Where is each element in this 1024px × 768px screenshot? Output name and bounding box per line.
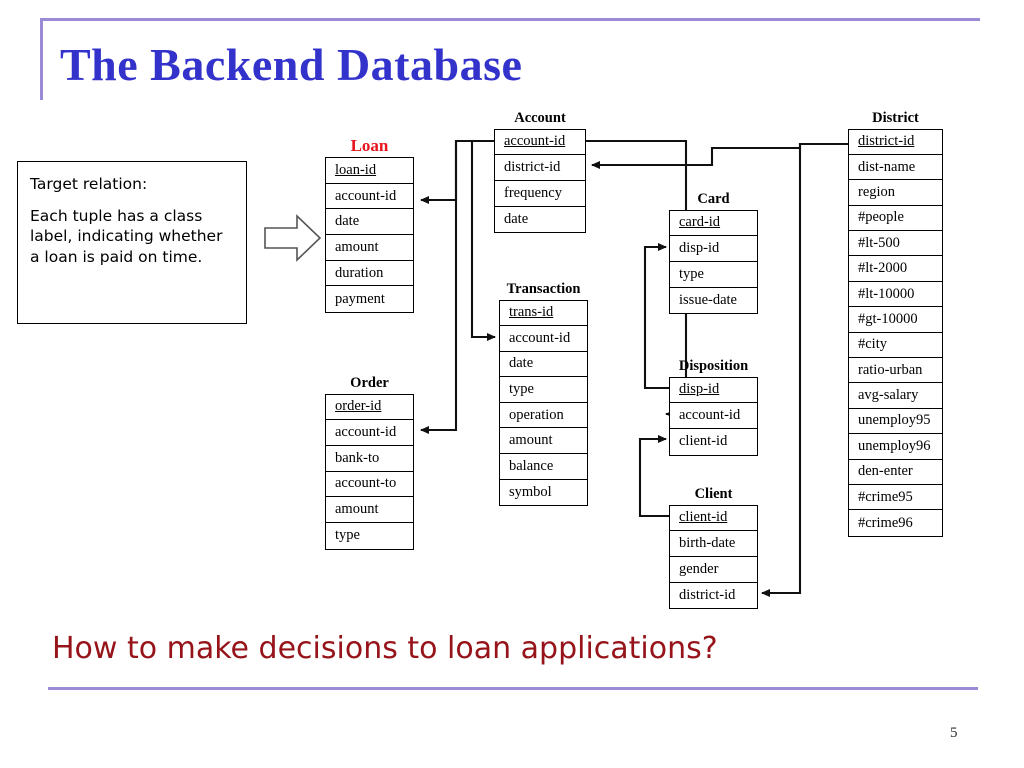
field-order-account-to[interactable]: account-to [326, 471, 413, 498]
field-district-crime95[interactable]: #crime95 [849, 484, 942, 511]
target-relation-callout: Target relation: Each tuple has a class … [17, 161, 247, 324]
field-account-frequency[interactable]: frequency [495, 180, 585, 207]
block-arrow-right-icon [264, 214, 322, 262]
slide-number: 5 [950, 725, 958, 741]
table-disposition-fields: disp-id account-id client-id [669, 376, 758, 456]
table-client-title: Client [694, 486, 733, 502]
table-card-fields: card-id disp-id type issue-date [669, 209, 758, 315]
field-order-order-id[interactable]: order-id [326, 394, 413, 421]
footer-rule [48, 687, 978, 690]
field-client-gender[interactable]: gender [670, 556, 757, 583]
table-loan: Loan loan-id account-id date amount dura… [325, 136, 414, 314]
field-order-type[interactable]: type [326, 522, 413, 549]
table-transaction-fields: trans-id account-id date type operation … [499, 299, 588, 507]
field-transaction-account-id[interactable]: account-id [500, 326, 587, 352]
table-transaction: Transaction trans-id account-id date typ… [499, 281, 588, 507]
field-district-dist-name[interactable]: dist-name [849, 154, 942, 181]
field-district-ratio-urban[interactable]: ratio-urban [849, 358, 942, 384]
page-title: The Backend Database [60, 39, 523, 90]
field-district-lt-2000[interactable]: #lt-2000 [849, 256, 942, 282]
field-order-bank-to[interactable]: bank-to [326, 445, 413, 472]
field-disposition-client-id[interactable]: client-id [670, 428, 757, 455]
table-account-title: Account [514, 110, 566, 126]
field-card-disp-id[interactable]: disp-id [670, 236, 757, 262]
table-disposition: Disposition disp-id account-id client-id [669, 359, 758, 456]
table-order: Order order-id account-id bank-to accoun… [325, 376, 414, 550]
table-district: District district-id dist-name region #p… [848, 111, 943, 537]
field-district-lt-500[interactable]: #lt-500 [849, 231, 942, 257]
field-order-account-id[interactable]: account-id [326, 420, 413, 446]
field-loan-date[interactable]: date [326, 209, 413, 236]
field-district-unemploy96[interactable]: unemploy96 [849, 434, 942, 460]
table-card-title: Card [697, 191, 730, 207]
field-disposition-disp-id[interactable]: disp-id [670, 377, 757, 404]
field-transaction-symbol[interactable]: symbol [500, 479, 587, 506]
table-order-fields: order-id account-id bank-to account-to a… [325, 393, 414, 550]
field-card-card-id[interactable]: card-id [670, 210, 757, 237]
field-transaction-amount[interactable]: amount [500, 428, 587, 455]
callout-line-1: Target relation: [30, 175, 148, 193]
table-loan-fields: loan-id account-id date amount duration … [325, 157, 414, 314]
field-district-gt-10000[interactable]: #gt-10000 [849, 307, 942, 333]
field-order-amount[interactable]: amount [326, 497, 413, 523]
table-order-title: Order [350, 375, 389, 391]
table-account: Account account-id district-id frequency… [494, 110, 586, 234]
header-top-rule [40, 18, 980, 21]
field-account-district-id[interactable]: district-id [495, 155, 585, 181]
field-district-district-id[interactable]: district-id [849, 129, 942, 155]
field-district-lt-10000[interactable]: #lt-10000 [849, 281, 942, 308]
field-account-date[interactable]: date [495, 206, 585, 233]
field-card-type[interactable]: type [670, 261, 757, 288]
field-district-den-enter[interactable]: den-enter [849, 459, 942, 485]
field-district-city[interactable]: #city [849, 332, 942, 359]
field-loan-payment[interactable]: payment [326, 286, 413, 313]
field-card-issue-date[interactable]: issue-date [670, 287, 757, 314]
field-transaction-type[interactable]: type [500, 377, 587, 403]
field-disposition-account-id[interactable]: account-id [670, 403, 757, 429]
field-district-region[interactable]: region [849, 180, 942, 206]
field-account-account-id[interactable]: account-id [495, 129, 585, 156]
field-transaction-date[interactable]: date [500, 351, 587, 378]
table-client: Client client-id birth-date gender distr… [669, 486, 758, 610]
table-transaction-title: Transaction [506, 281, 581, 297]
field-district-people[interactable]: #people [849, 205, 942, 232]
table-card: Card card-id disp-id type issue-date [669, 191, 758, 315]
table-disposition-title: Disposition [678, 358, 749, 374]
field-transaction-trans-id[interactable]: trans-id [500, 300, 587, 327]
field-district-crime96[interactable]: #crime96 [849, 510, 942, 536]
table-loan-title: Loan [350, 136, 389, 155]
field-client-birth-date[interactable]: birth-date [670, 531, 757, 557]
table-district-fields: district-id dist-name region #people #lt… [848, 128, 943, 537]
table-client-fields: client-id birth-date gender district-id [669, 504, 758, 610]
field-loan-amount[interactable]: amount [326, 235, 413, 261]
closing-question: How to make decisions to loan applicatio… [52, 631, 718, 666]
table-account-fields: account-id district-id frequency date [494, 128, 586, 234]
header-left-rule [40, 18, 43, 100]
field-district-avg-salary[interactable]: avg-salary [849, 383, 942, 409]
callout-line-2: Each tuple has a class label, indicating… [30, 206, 223, 266]
field-loan-account-id[interactable]: account-id [326, 183, 413, 210]
table-district-title: District [872, 110, 919, 126]
field-loan-loan-id[interactable]: loan-id [326, 158, 413, 184]
field-district-unemploy95[interactable]: unemploy95 [849, 408, 942, 435]
field-loan-duration[interactable]: duration [326, 260, 413, 287]
field-transaction-operation[interactable]: operation [500, 402, 587, 429]
field-client-client-id[interactable]: client-id [670, 505, 757, 532]
field-client-district-id[interactable]: district-id [670, 582, 757, 609]
field-transaction-balance[interactable]: balance [500, 454, 587, 480]
